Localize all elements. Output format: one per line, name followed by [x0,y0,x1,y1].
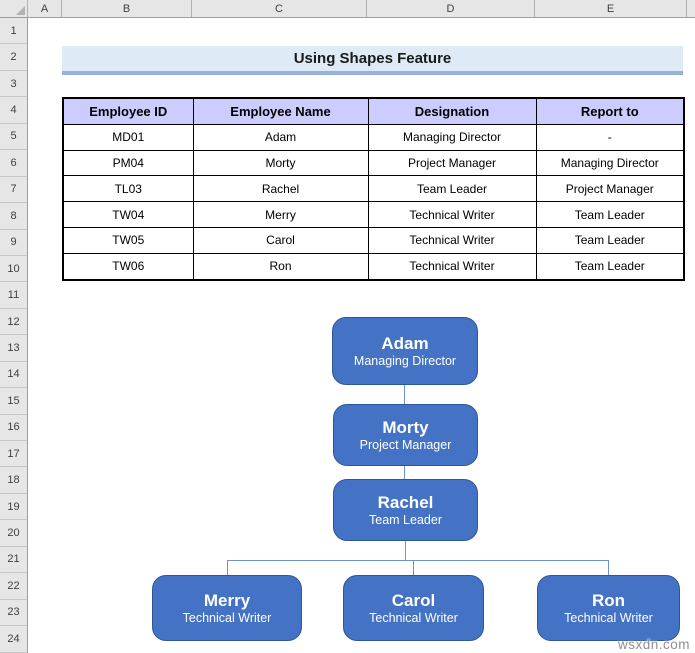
connector-line [404,466,405,479]
row-header-22[interactable]: 22 [0,573,27,600]
org-node-name: Ron [591,590,626,610]
table-cell[interactable]: TL03 [62,175,194,203]
org-node-role: Managing Director [353,353,457,368]
row-header-12[interactable]: 12 [0,309,27,336]
table-cell[interactable]: MD01 [62,123,194,151]
table-header-cell[interactable]: Employee Name [192,97,369,125]
row-header-5[interactable]: 5 [0,124,27,151]
table-cell[interactable]: Rachel [192,175,369,203]
table-cell[interactable]: Managing Director [367,123,537,151]
table-header-cell[interactable]: Designation [367,97,537,125]
table-cell[interactable]: Technical Writer [367,226,537,254]
row-header-4[interactable]: 4 [0,97,27,124]
row-header-14[interactable]: 14 [0,362,27,389]
org-node-role: Technical Writer [564,610,653,625]
row-header-24[interactable]: 24 [0,626,27,653]
org-node-role: Technical Writer [182,610,272,625]
table-cell[interactable]: - [535,123,685,151]
table-cell[interactable]: PM04 [62,149,194,177]
row-header-18[interactable]: 18 [0,467,27,494]
column-header-d[interactable]: D [367,0,535,17]
table-cell[interactable]: Ron [192,252,369,281]
org-node-name: Rachel [377,492,434,512]
table-cell[interactable]: Carol [192,226,369,254]
table-cell[interactable]: Project Manager [367,149,537,177]
table-cell[interactable]: Technical Writer [367,201,537,228]
table-cell[interactable]: Technical Writer [367,252,537,281]
row-header-17[interactable]: 17 [0,441,27,468]
row-header-10[interactable]: 10 [0,256,27,283]
table-cell[interactable]: TW05 [62,226,194,254]
row-header-13[interactable]: 13 [0,335,27,362]
org-node-name: Morty [382,417,429,437]
org-node-role: Technical Writer [369,610,458,625]
column-header-c[interactable]: C [192,0,367,17]
column-header-row: A B C D E [0,0,695,18]
table-cell[interactable]: Project Manager [535,175,685,203]
table-cell[interactable]: Team Leader [535,226,685,254]
connector-line [405,541,406,560]
table-header-cell[interactable]: Report to [535,97,685,125]
row-header-19[interactable]: 19 [0,494,27,521]
table-header-cell[interactable]: Employee ID [62,97,194,125]
table-cell[interactable]: TW04 [62,201,194,228]
connector-line [608,560,609,575]
table-cell[interactable]: Team Leader [535,201,685,228]
row-header-1[interactable]: 1 [0,18,27,45]
table-cell[interactable]: Managing Director [535,149,685,177]
select-all-corner[interactable] [0,0,28,17]
connector-line [404,385,405,404]
connector-line [227,560,228,575]
select-all-triangle-icon [16,6,25,15]
row-header-16[interactable]: 16 [0,415,27,441]
column-header-a[interactable]: A [28,0,62,17]
column-header-b[interactable]: B [62,0,192,17]
row-header-21[interactable]: 21 [0,547,27,574]
table-cell[interactable]: TW06 [62,252,194,281]
row-header-15[interactable]: 15 [0,388,27,415]
org-node-name: Carol [391,590,436,610]
worksheet-title-cell[interactable]: Using Shapes Feature [62,46,683,75]
row-header-20[interactable]: 20 [0,520,27,547]
org-node-name: Merry [203,590,251,610]
org-node-role: Project Manager [359,437,452,452]
row-header-3[interactable]: 3 [0,71,27,98]
table-cell[interactable]: Adam [192,123,369,151]
column-header-e[interactable]: E [535,0,687,17]
org-node-name: Adam [381,333,429,353]
row-header-8[interactable]: 8 [0,203,27,230]
row-header-7[interactable]: 7 [0,177,27,204]
row-header-2[interactable]: 2 [0,44,27,71]
table-cell[interactable]: Merry [192,201,369,228]
table-cell[interactable]: Morty [192,149,369,177]
table-cell[interactable]: Team Leader [535,252,685,281]
connector-line [227,560,609,561]
watermark: wsxdn.com [618,637,691,652]
org-node-role: Team Leader [369,512,442,527]
row-header-6[interactable]: 6 [0,150,27,177]
row-header-9[interactable]: 9 [0,230,27,256]
row-header-23[interactable]: 23 [0,600,27,627]
connector-line [413,560,414,575]
column-header-partial[interactable] [687,0,695,17]
row-header-11[interactable]: 11 [0,282,27,309]
table-cell[interactable]: Team Leader [367,175,537,203]
